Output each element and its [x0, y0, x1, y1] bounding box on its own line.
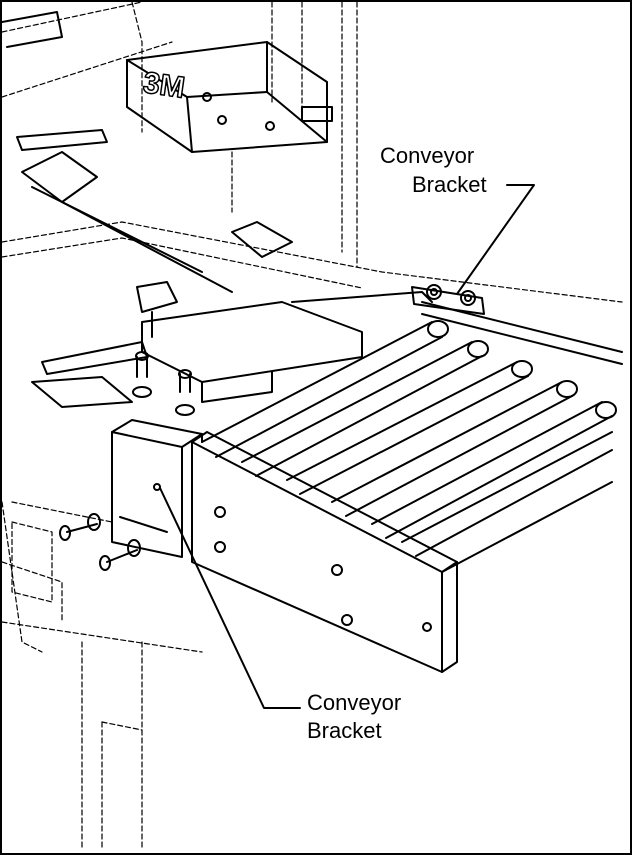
machine-frame [2, 2, 623, 653]
carriage [31, 291, 433, 408]
tape-head [126, 41, 333, 153]
logo-3m: 3M [141, 66, 187, 104]
upper-bracket [411, 284, 485, 315]
label-conveyor-bracket-bottom-line2: Bracket [307, 718, 382, 743]
label-conveyor-bracket-top-line2: Bracket [412, 172, 487, 197]
support-leg [2, 501, 143, 848]
leader-lines [159, 184, 535, 709]
roller-conveyor [191, 301, 623, 673]
label-conveyor-bracket-top-line1: Conveyor [380, 143, 475, 168]
label-conveyor-bracket-bottom-line1: Conveyor [307, 690, 402, 715]
lower-bracket [59, 351, 203, 571]
